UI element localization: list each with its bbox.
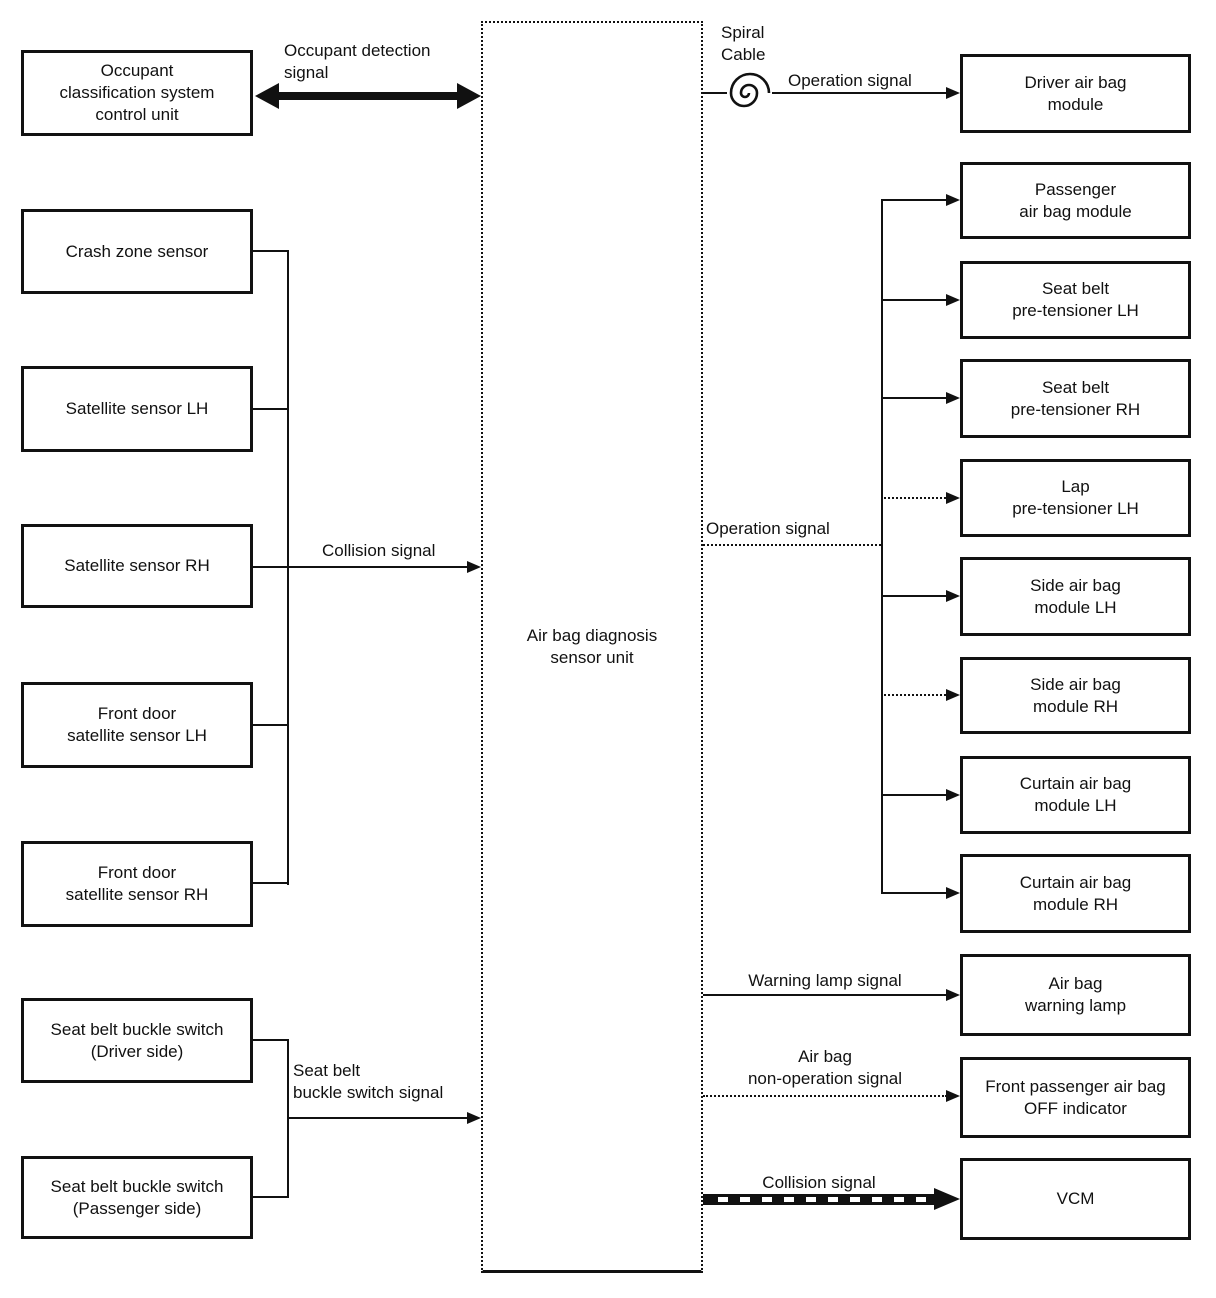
arrowhead-icon [946, 294, 960, 306]
label-collision-signal-left: Collision signal [322, 541, 436, 560]
branch-side-airbag-lh [881, 595, 946, 597]
arrowhead-icon [946, 194, 960, 206]
front-door-lh-stub [253, 724, 289, 726]
box-lap-pre-tensioner-lh: Lap pre-tensioner LH [960, 459, 1191, 537]
box-vcm: VCM [960, 1158, 1191, 1240]
crash-zone-stub [253, 250, 289, 252]
label-operation-signal-mid: Operation signal [706, 519, 830, 538]
driver-airbag-arrow-line [772, 92, 947, 94]
arrowhead-icon [946, 590, 960, 602]
label-air-bag-non-operation-signal: Air bag non-operation signal [747, 1047, 903, 1089]
branch-lap-pretensioner-lh [881, 497, 946, 499]
label-spiral-cable: Spiral Cable [721, 23, 766, 65]
label-collision-signal-bottom: Collision signal [762, 1173, 876, 1192]
box-seat-belt-buckle-switch-passenger: Seat belt buckle switch (Passenger side) [21, 1156, 253, 1239]
branch-sb-pretensioner-rh [881, 397, 946, 399]
arrowhead-icon [946, 887, 960, 899]
buckle-passenger-stub [253, 1196, 289, 1198]
collision-trunk-line [287, 251, 289, 885]
box-front-passenger-air-bag-off-indicator: Front passenger air bag OFF indicator [960, 1057, 1191, 1138]
box-side-air-bag-module-lh: Side air bag module LH [960, 557, 1191, 636]
box-curtain-air-bag-module-rh: Curtain air bag module RH [960, 854, 1191, 933]
box-satellite-sensor-lh: Satellite sensor LH [21, 366, 253, 452]
arrowhead-icon [467, 1112, 481, 1124]
box-passenger-air-bag-module: Passenger air bag module [960, 162, 1191, 239]
label-seat-belt-buckle-switch-signal: Seat belt buckle switch signal [293, 1061, 444, 1103]
box-front-door-satellite-sensor-lh: Front door satellite sensor LH [21, 682, 253, 768]
box-seat-belt-pre-tensioner-rh: Seat belt pre-tensioner RH [960, 359, 1191, 438]
branch-curtain-airbag-rh [881, 892, 946, 894]
warning-lamp-arrow-line [703, 994, 947, 996]
arrowhead-icon [946, 392, 960, 404]
spiral-feed-line [703, 92, 727, 94]
branch-passenger [881, 199, 946, 201]
arrowhead-left-icon [255, 83, 279, 109]
box-front-door-satellite-sensor-rh: Front door satellite sensor RH [21, 841, 253, 927]
box-occupant-classification-control-unit: Occupant classification system control u… [21, 50, 253, 136]
non-operation-arrow-line [703, 1095, 947, 1097]
label-warning-lamp-signal: Warning lamp signal [748, 971, 902, 990]
arrowhead-right-icon [457, 83, 481, 109]
operation-trunk-line [881, 200, 883, 894]
arrowhead-icon [946, 789, 960, 801]
arrowhead-icon [946, 87, 960, 99]
buckle-arrow-line [287, 1117, 467, 1119]
label-occupant-detection-signal: Occupant detection signal [284, 41, 431, 83]
box-air-bag-diagnosis-sensor-unit: Air bag diagnosis sensor unit [481, 21, 703, 1273]
box-satellite-sensor-rh: Satellite sensor RH [21, 524, 253, 608]
satellite-lh-stub [253, 408, 289, 410]
arrowhead-icon [946, 689, 960, 701]
arrowhead-icon [934, 1188, 960, 1210]
buckle-driver-stub [253, 1039, 289, 1041]
branch-side-airbag-rh [881, 694, 946, 696]
box-crash-zone-sensor: Crash zone sensor [21, 209, 253, 294]
occupant-detection-arrow-shaft [276, 92, 459, 100]
box-air-bag-warning-lamp: Air bag warning lamp [960, 954, 1191, 1036]
front-door-rh-stub [253, 882, 289, 884]
box-seat-belt-buckle-switch-driver: Seat belt buckle switch (Driver side) [21, 998, 253, 1083]
arrowhead-icon [467, 561, 481, 573]
branch-sb-pretensioner-lh [881, 299, 946, 301]
collision-arrow-line [253, 566, 467, 568]
spiral-cable-icon [729, 72, 771, 108]
branch-curtain-airbag-lh [881, 794, 946, 796]
vcm-collision-arrow-shaft [703, 1194, 936, 1205]
arrowhead-icon [946, 492, 960, 504]
box-seat-belt-pre-tensioner-lh: Seat belt pre-tensioner LH [960, 261, 1191, 339]
label-operation-signal-top: Operation signal [788, 71, 912, 90]
box-driver-air-bag-module: Driver air bag module [960, 54, 1191, 133]
box-side-air-bag-module-rh: Side air bag module RH [960, 657, 1191, 734]
operation-feed-line [703, 544, 881, 546]
arrowhead-icon [946, 1090, 960, 1102]
arrowhead-icon [946, 989, 960, 1001]
box-curtain-air-bag-module-lh: Curtain air bag module LH [960, 756, 1191, 834]
